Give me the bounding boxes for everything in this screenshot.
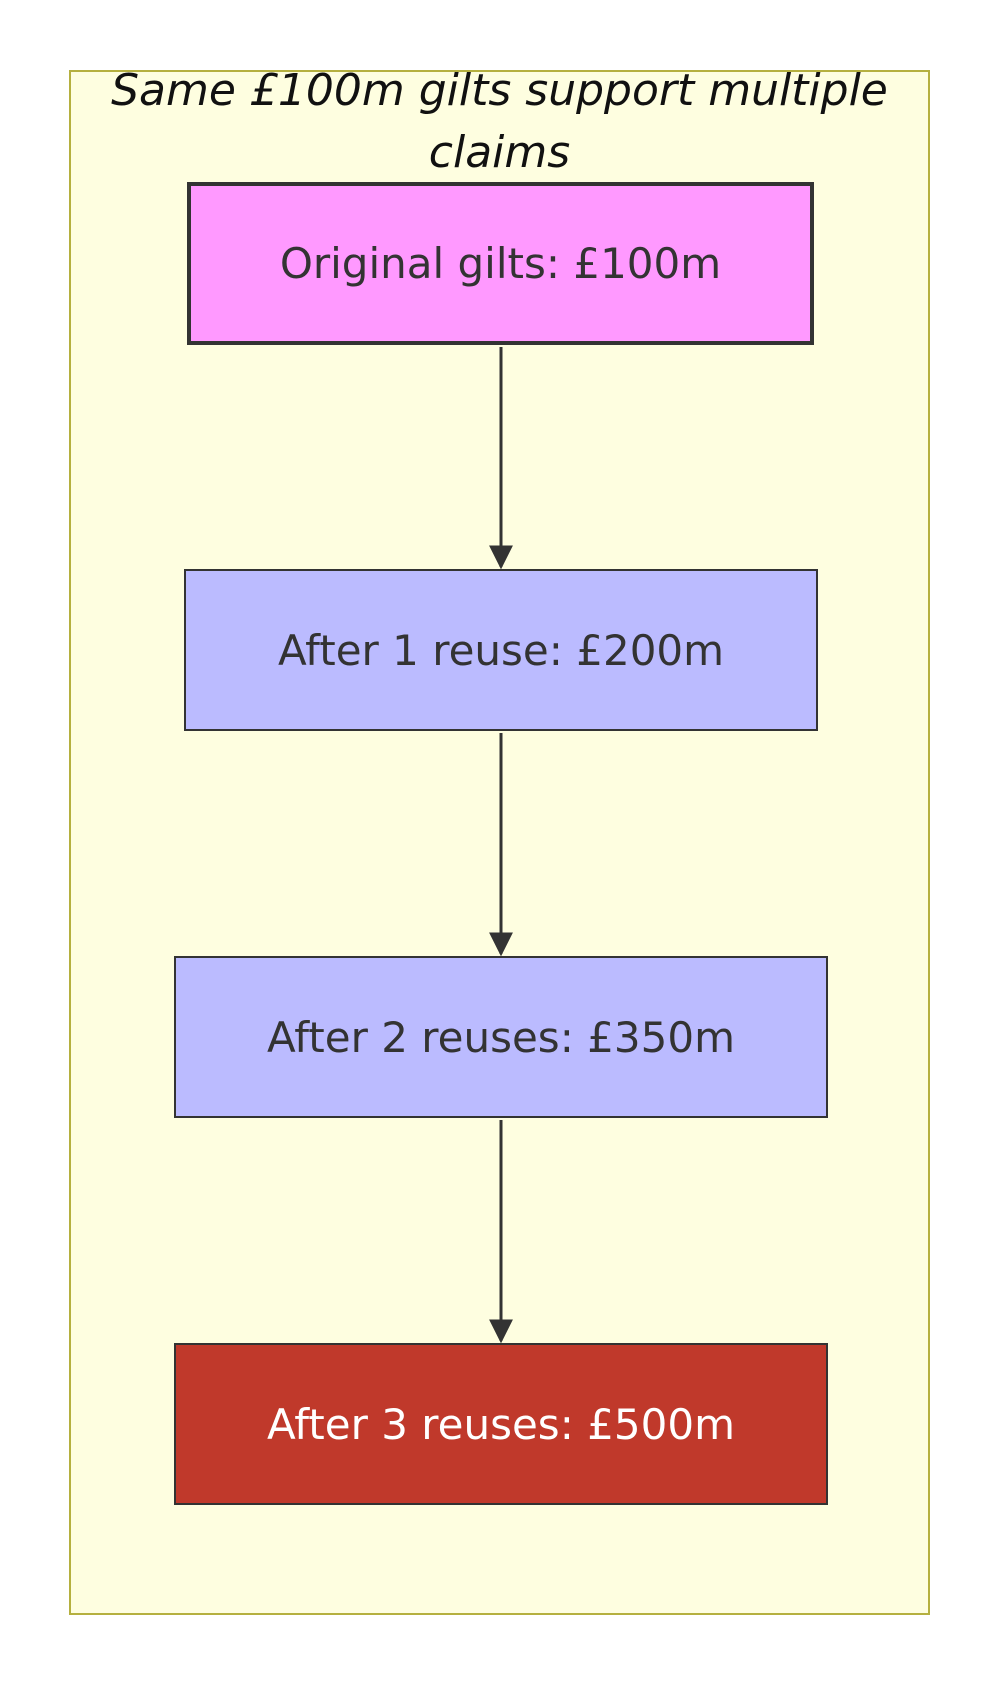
- node-after-2-reuses: After 2 reuses: £350m: [174, 956, 828, 1118]
- node-label: Original gilts: £100m: [279, 239, 722, 288]
- node-after-1-reuse: After 1 reuse: £200m: [184, 569, 818, 731]
- node-original-gilts: Original gilts: £100m: [187, 182, 814, 345]
- cluster-title: Same £100m gilts support multiple claims: [111, 65, 888, 178]
- node-label: After 1 reuse: £200m: [277, 625, 725, 675]
- node-after-3-reuses: After 3 reuses: £500m: [174, 1343, 828, 1505]
- node-label: After 3 reuses: £500m: [267, 1399, 735, 1449]
- node-label: After 2 reuses: £350m: [267, 1012, 735, 1062]
